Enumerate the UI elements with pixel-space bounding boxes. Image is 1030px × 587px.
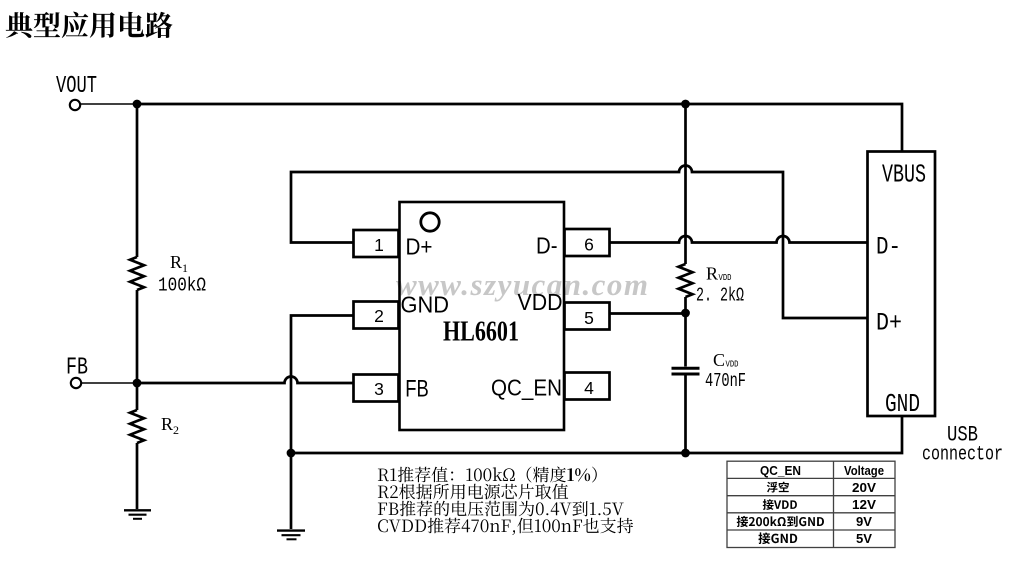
svg-text:VOUT: VOUT — [56, 73, 97, 100]
svg-text:2. 2kΩ: 2. 2kΩ — [696, 285, 744, 307]
svg-text:2: 2 — [374, 306, 384, 326]
svg-text:FB: FB — [66, 355, 88, 382]
svg-text:9V: 9V — [856, 515, 873, 529]
svg-text:C: C — [713, 350, 725, 370]
svg-text:VBUS: VBUS — [882, 160, 926, 190]
svg-text:6: 6 — [584, 235, 594, 255]
svg-text:4: 4 — [584, 378, 594, 398]
svg-text:QC_EN: QC_EN — [760, 464, 801, 478]
svg-text:VDD: VDD — [518, 289, 563, 315]
svg-text:5: 5 — [584, 308, 594, 328]
svg-text:1: 1 — [374, 235, 384, 255]
svg-text:D-: D- — [876, 233, 901, 262]
svg-text:VDD: VDD — [726, 360, 739, 370]
svg-text:470nF: 470nF — [705, 370, 746, 392]
svg-text:100kΩ: 100kΩ — [158, 275, 206, 297]
svg-text:5V: 5V — [856, 532, 873, 546]
svg-text:1: 1 — [182, 261, 188, 275]
svg-text:USB: USB — [947, 423, 978, 448]
svg-text:3: 3 — [374, 379, 384, 399]
svg-text:www.szyucan.com: www.szyucan.com — [396, 267, 648, 302]
svg-text:D+: D+ — [876, 309, 902, 338]
svg-text:20V: 20V — [852, 481, 877, 495]
svg-text:D+: D+ — [406, 234, 433, 260]
svg-text:QC_EN: QC_EN — [491, 375, 562, 401]
svg-text:VDD: VDD — [719, 273, 732, 283]
svg-text:FB: FB — [405, 375, 429, 402]
svg-text:R: R — [161, 414, 173, 434]
svg-text:HL6601: HL6601 — [443, 317, 519, 348]
svg-text:Voltage: Voltage — [844, 464, 884, 478]
svg-text:R: R — [706, 264, 718, 284]
svg-text:connector: connector — [922, 444, 1003, 467]
svg-text:12V: 12V — [852, 498, 877, 512]
svg-text:D-: D- — [536, 233, 558, 259]
svg-text:R: R — [170, 252, 182, 272]
svg-text:GND: GND — [401, 292, 450, 318]
svg-text:GND: GND — [885, 389, 920, 419]
svg-text:2: 2 — [173, 423, 179, 437]
